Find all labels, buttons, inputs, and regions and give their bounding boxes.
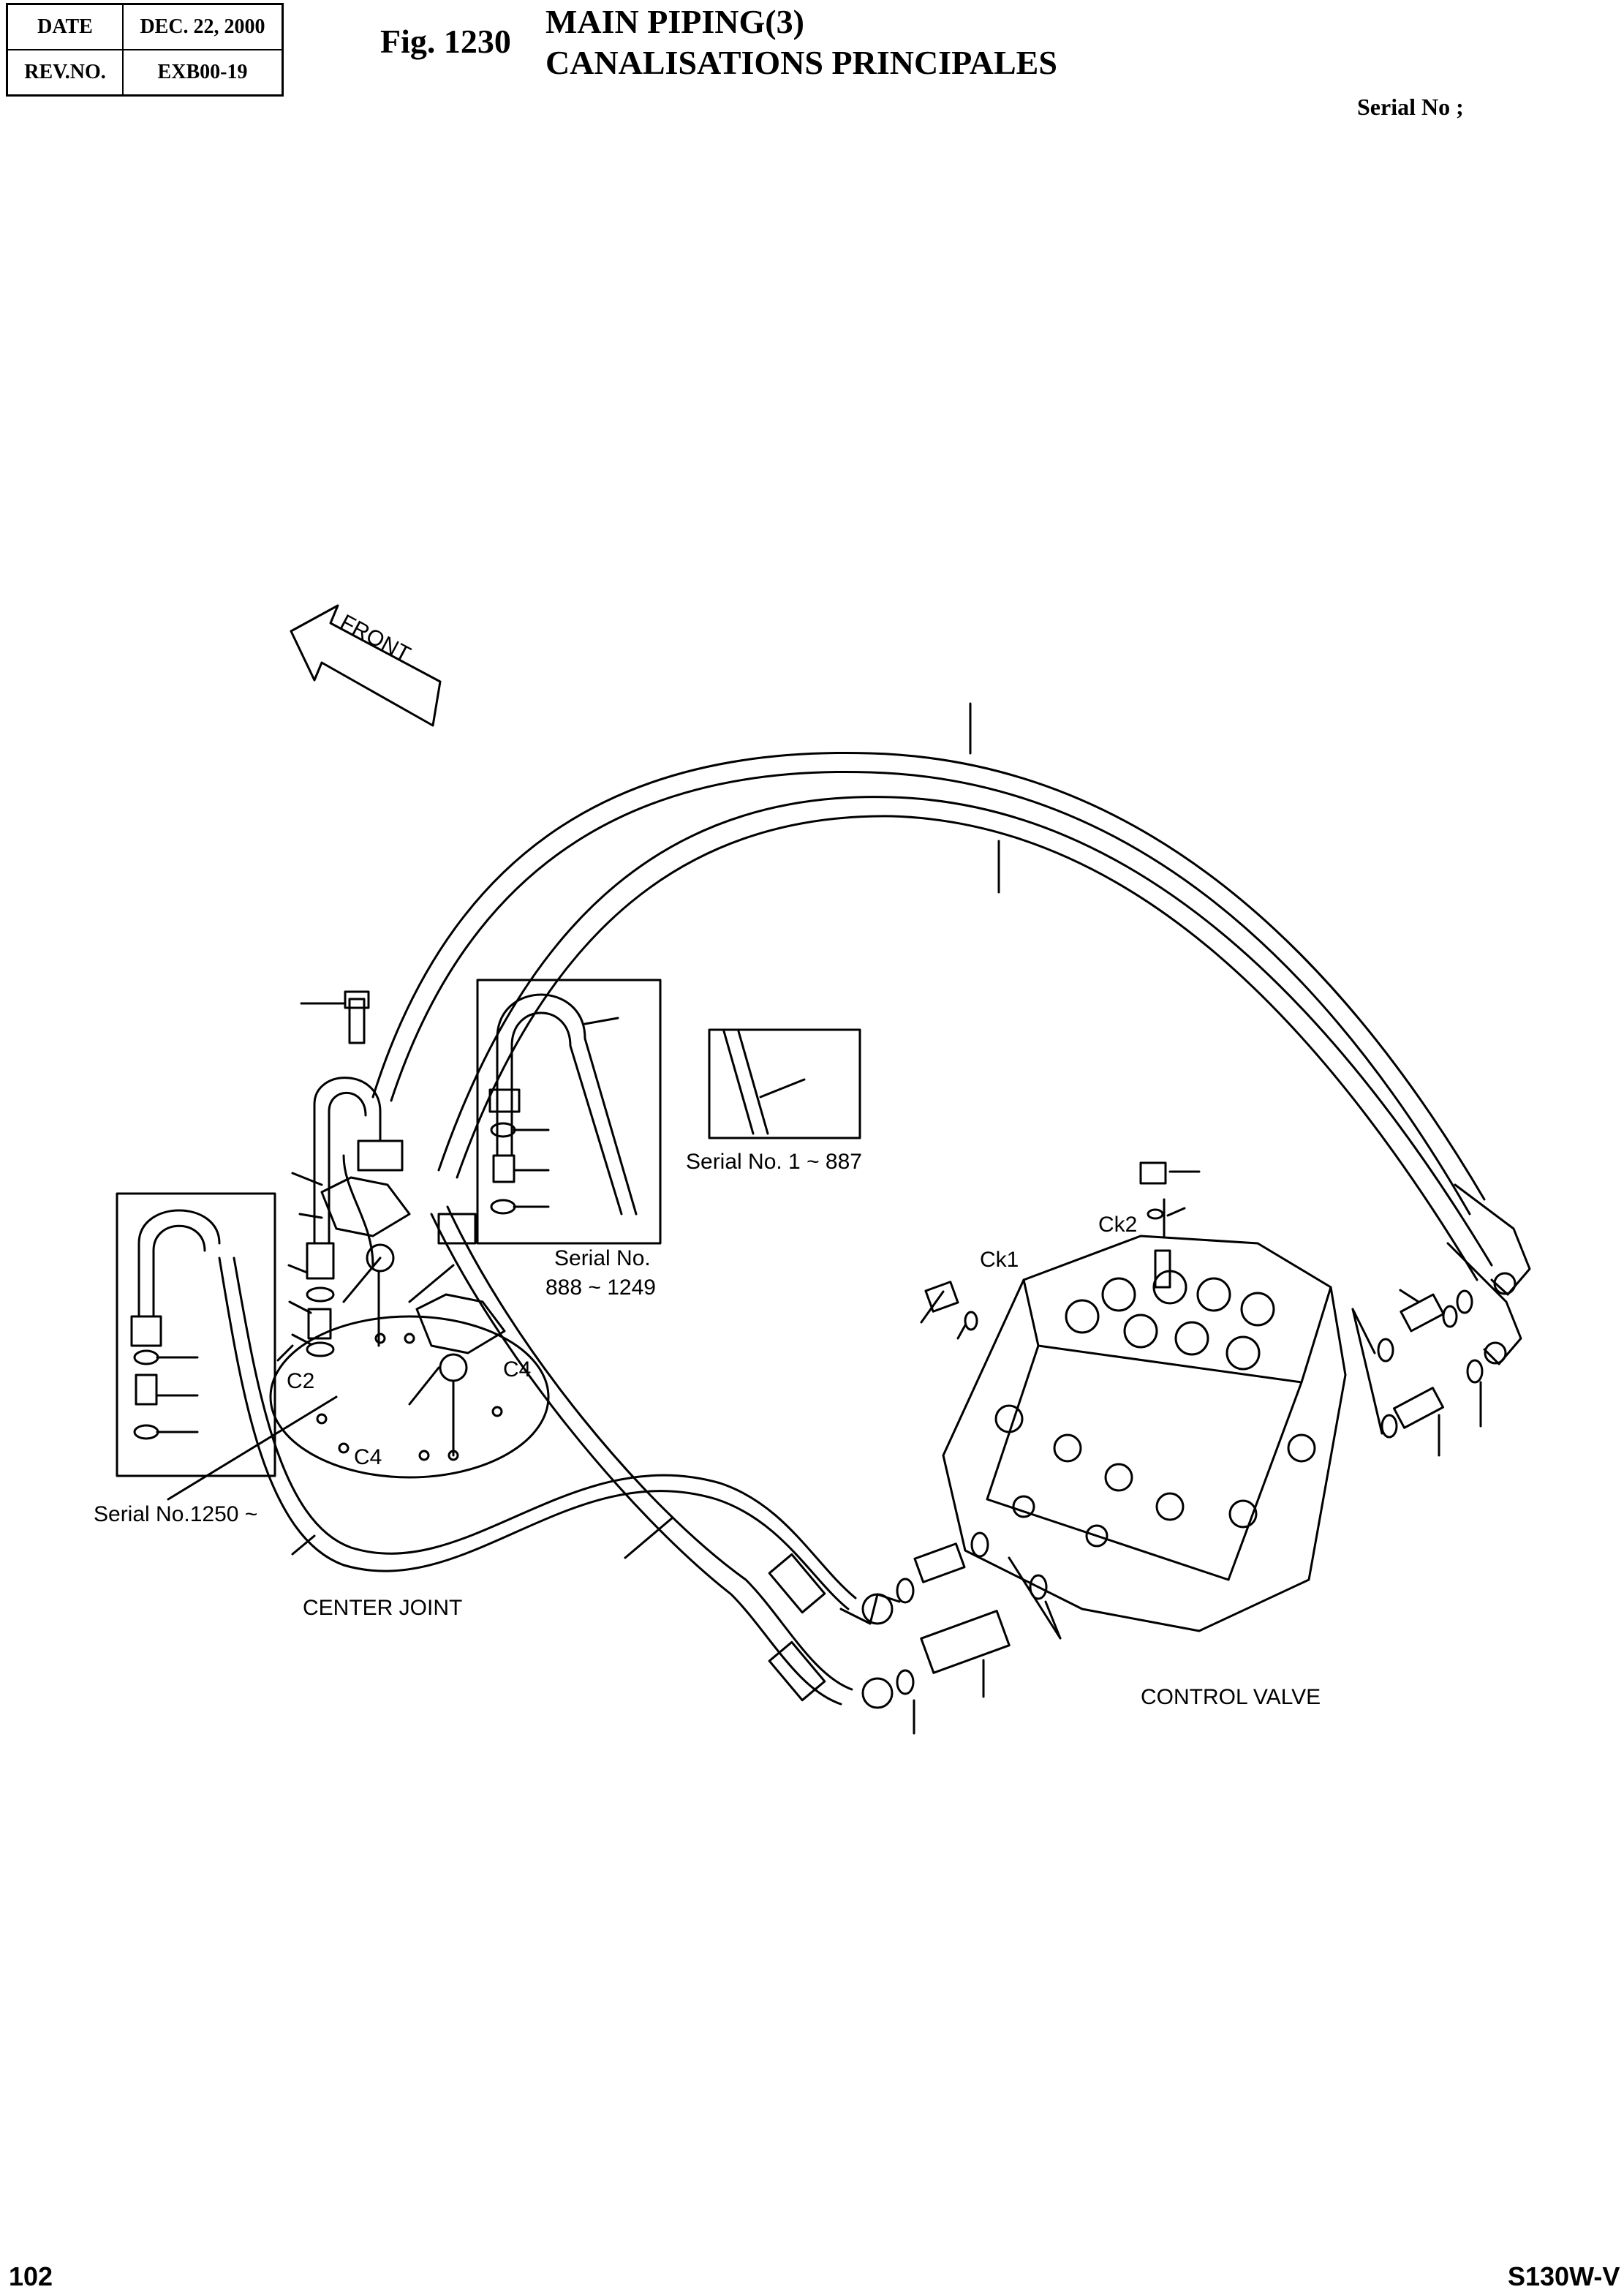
c4-bottom-label: C4 bbox=[354, 1445, 382, 1469]
rev-label: REV.NO. bbox=[6, 49, 124, 97]
serial-888-label-2: 888 ~ 1249 bbox=[545, 1275, 656, 1300]
page-number: 102 bbox=[9, 2261, 53, 2291]
front-arrow bbox=[290, 604, 442, 727]
inset-1250 bbox=[116, 1192, 338, 1501]
c4-right-label: C4 bbox=[503, 1357, 531, 1382]
center-joint-label: CENTER JOINT bbox=[303, 1596, 462, 1620]
control-valve-label: CONTROL VALVE bbox=[1141, 1685, 1321, 1709]
figure-number: Fig. 1230 bbox=[380, 23, 511, 60]
inset-888-1249 bbox=[476, 979, 662, 1245]
date-label: DATE bbox=[6, 3, 124, 50]
c2-label: C2 bbox=[287, 1369, 314, 1393]
date-value: DEC. 22, 2000 bbox=[122, 3, 284, 50]
revision-table: DATE DEC. 22, 2000 REV.NO. EXB00-19 bbox=[6, 3, 284, 97]
right-hose-fittings bbox=[1351, 1183, 1531, 1457]
inset-1-887 bbox=[708, 1028, 861, 1139]
ck2-label: Ck2 bbox=[1098, 1213, 1137, 1237]
serial-heading: Serial No ; bbox=[1357, 94, 1464, 120]
figure-title: MAIN PIPING(3) CANALISATIONS PRINCIPALES bbox=[545, 1, 1057, 83]
serial-888-label-1: Serial No. bbox=[554, 1246, 651, 1270]
center-joint bbox=[269, 990, 550, 1479]
model-code: S130W-V bbox=[1508, 2261, 1620, 2291]
title-french: CANALISATIONS PRINCIPALES bbox=[545, 44, 1057, 81]
rev-value: EXB00-19 bbox=[122, 49, 284, 97]
lower-hoses bbox=[218, 1205, 1062, 1735]
control-valve bbox=[920, 1161, 1347, 1632]
ck1-label: Ck1 bbox=[980, 1248, 1019, 1272]
front-label: FRONT bbox=[336, 610, 415, 667]
overhead-hoses bbox=[371, 702, 1493, 1281]
title-english: MAIN PIPING(3) bbox=[545, 3, 804, 40]
serial-1-887-label: Serial No. 1 ~ 887 bbox=[686, 1150, 862, 1174]
serial-1250-label: Serial No.1250 ~ bbox=[94, 1502, 257, 1526]
